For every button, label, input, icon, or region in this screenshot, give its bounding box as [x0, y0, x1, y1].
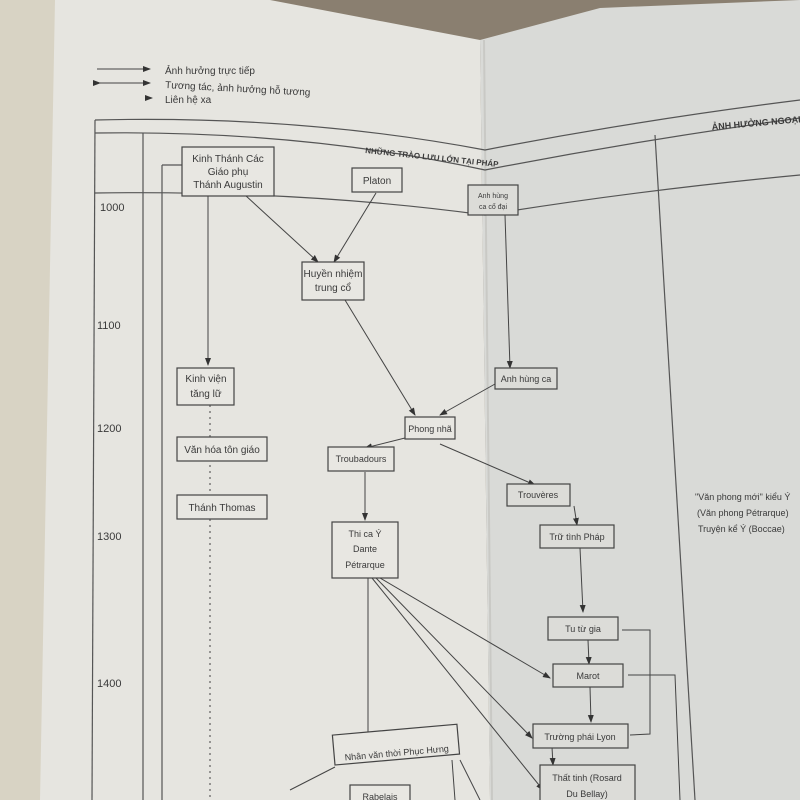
legend — [93, 66, 153, 101]
legend-direct: Ảnh hưởng trực tiếp — [165, 64, 255, 77]
node-marot: Marot — [576, 671, 600, 681]
node-trouveres: Trouvères — [518, 490, 559, 500]
node-kinh-thanh-2: Giáo phụ — [208, 167, 249, 178]
node-platon: Platon — [363, 176, 391, 187]
node-kinh-vien-2: tăng lữ — [190, 389, 221, 400]
edges — [205, 192, 681, 800]
node-thi-ca-y-1: Thi ca Ý — [348, 529, 381, 539]
year-1000: 1000 — [100, 202, 124, 214]
node-thi-ca-y-2: Dante — [353, 544, 377, 554]
node-troubadours: Troubadours — [336, 454, 387, 464]
node-anh-hung-ca: Anh hùng ca — [501, 374, 552, 384]
node-anh-hung-co-dai-2: ca cổ đại — [479, 203, 507, 211]
node-that-tinh-2: Du Bellay) — [566, 789, 608, 799]
legend-distant: Liên hệ xa — [165, 95, 212, 106]
year-1300: 1300 — [97, 531, 121, 543]
foreign-note-3: Truyện kể Ý (Boccae) — [698, 524, 785, 534]
node-boxes — [176, 146, 636, 800]
node-truong-phai-lyon: Trường phái Lyon — [544, 732, 615, 742]
node-rabelais: Rabelais — [362, 792, 398, 800]
node-kinh-thanh-3: Thánh Augustin — [193, 180, 263, 191]
node-tu-tu-gia: Tu từ gia — [565, 624, 601, 634]
node-kinh-vien-1: Kinh viện — [185, 374, 226, 385]
node-van-hoa: Văn hóa tôn giáo — [184, 445, 260, 456]
foreign-note-2: (Văn phong Pétrarque) — [697, 508, 789, 518]
right-page — [480, 0, 800, 800]
foreign-note-1: "Văn phong mới" kiểu Ý — [695, 492, 790, 502]
year-1200: 1200 — [97, 423, 121, 435]
left-page — [40, 0, 490, 800]
node-tru-tinh: Trữ tình Pháp — [549, 532, 604, 542]
node-that-tinh-1: Thất tinh (Rosard — [552, 773, 622, 783]
node-thanh-thomas: Thánh Thomas — [188, 503, 255, 514]
node-phong-nha: Phong nhã — [408, 424, 452, 434]
node-anh-hung-co-dai-1: Anh hùng — [478, 193, 508, 200]
node-huyen-nhiem-2: trung cổ — [315, 282, 352, 294]
year-1400: 1400 — [97, 678, 121, 690]
node-huyen-nhiem-1: Huyền nhiệm — [304, 268, 363, 280]
node-kinh-thanh-1: Kinh Thánh Các — [192, 154, 264, 165]
year-1100: 1100 — [97, 320, 121, 332]
node-thi-ca-y-3: Pétrarque — [345, 560, 385, 570]
